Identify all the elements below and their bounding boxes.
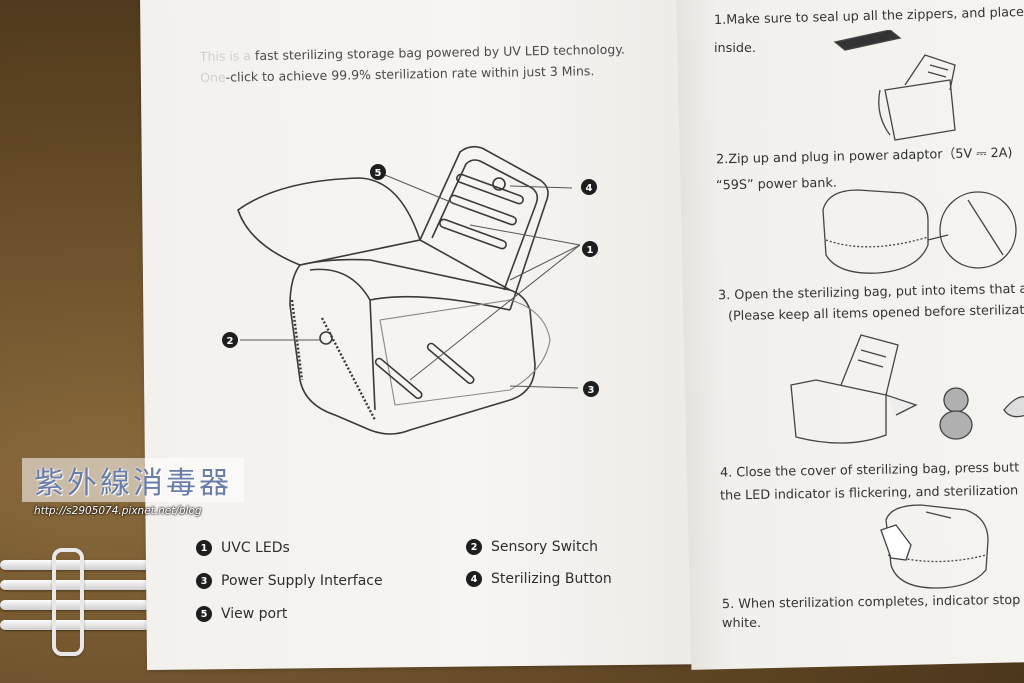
legend-number: 4 [466,571,482,587]
view-port-window [379,299,551,406]
watermark-title: 紫外線消毒器 [34,466,232,501]
legend-label: Sensory Switch [491,539,599,555]
callout-3: 3 [588,385,595,396]
watermark-url: http://s2905074.pixnet.net/blog [34,505,202,517]
legend-power-supply-interface: 3 Power Supply Interface [196,573,383,589]
bag-lid [419,145,549,311]
legend-sterilizing-button: 4 Sterilizing Button [466,571,612,587]
callout-2: 2 [227,336,234,347]
bag-flap [237,177,421,266]
callout-4: 4 [586,183,593,194]
step-3-illustration [790,334,1024,444]
legend-sensory-switch: 2 Sensory Switch [466,539,598,555]
watermark-banner: 紫外線消毒器 [22,458,244,502]
legend-view-port: 5 View port [196,606,287,622]
legend-label: Sterilizing Button [491,571,612,587]
callout-1: 1 [587,245,594,256]
intro-text: This is a fast sterilizing storage bag p… [200,38,661,88]
intro-line-2: -click to achieve 99.9% sterilization ra… [225,63,595,85]
legend-number: 3 [196,573,212,589]
usb-cable [0,600,150,610]
legend-label: Power Supply Interface [221,573,383,589]
legend-uvc-leds: 1 UVC LEDs [196,540,290,556]
intro-faint: This is a [199,48,252,65]
intro-faint: One [200,69,226,86]
step-5-line-2: white. [722,616,762,631]
sterilizing-button-graphic [492,177,506,191]
bag-lid-inner [431,159,539,291]
usb-cable [0,580,150,590]
legend-number: 2 [466,539,482,555]
sensory-switch-graphic [319,331,333,345]
usb-cable [0,560,150,570]
callout-markers: 5 4 1 2 3 [222,164,599,397]
legend-label: View port [221,606,288,622]
callout-5: 5 [375,168,382,179]
step-2-illustration [822,189,1017,274]
step-1-illustration [833,30,956,141]
cable-tie [52,548,84,656]
step-4-illustration [880,504,989,589]
bag-body [289,239,536,435]
product-diagram: 5 4 1 2 3 [222,145,599,435]
legend-label: UVC LEDs [221,540,290,556]
step-1-line-2: inside. [714,41,756,56]
usb-cable [0,620,150,630]
legend-number: 1 [196,540,212,556]
step-5-line-1: 5. When sterilization completes, indicat… [721,592,1021,613]
legend-number: 5 [196,606,212,622]
